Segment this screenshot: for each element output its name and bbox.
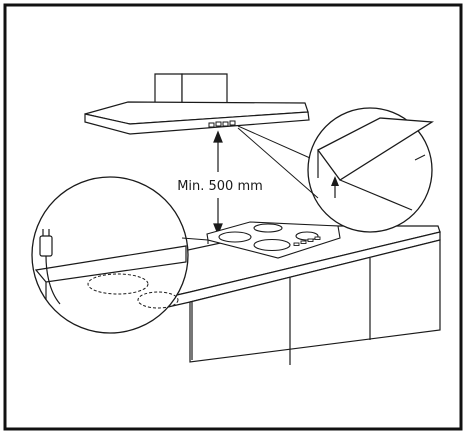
hood-edge-detail-magnifier — [237, 107, 435, 233]
left-leader-line — [181, 237, 209, 241]
power-plug-icon — [39, 229, 61, 305]
magnified-hood-edge — [317, 117, 435, 181]
hob-zone-1 — [218, 231, 252, 243]
dimension-arrow-up — [213, 130, 223, 143]
hob-zone-2 — [253, 223, 283, 233]
hood-button-3 — [222, 121, 229, 127]
magnified-worktop — [34, 245, 187, 283]
plug-detail-magnifier — [31, 176, 209, 334]
magnified-hob-zone-dashed-1 — [87, 273, 149, 295]
hood-canopy-front — [84, 111, 310, 135]
hood-button-1 — [208, 122, 215, 128]
hob-zone-4 — [295, 231, 319, 241]
magnified-hob-zone-dashed-2 — [137, 291, 179, 309]
hood-button-4 — [229, 120, 236, 126]
clearance-dimension — [213, 130, 223, 236]
hood-button-2 — [215, 121, 222, 127]
cooker-hood — [84, 73, 310, 135]
base-cabinets — [189, 239, 441, 363]
magnifier-circle-left — [31, 176, 189, 334]
hob-controls — [293, 236, 321, 246]
clearance-label: Min. 500 mm — [177, 179, 263, 194]
hob-zone-3 — [253, 238, 291, 252]
right-leader-line-1 — [237, 125, 311, 159]
hood-control-buttons — [208, 120, 236, 128]
dimension-arrow-down — [213, 223, 223, 236]
right-leader-line-2 — [237, 127, 319, 199]
magnified-arrow-up — [331, 176, 339, 186]
